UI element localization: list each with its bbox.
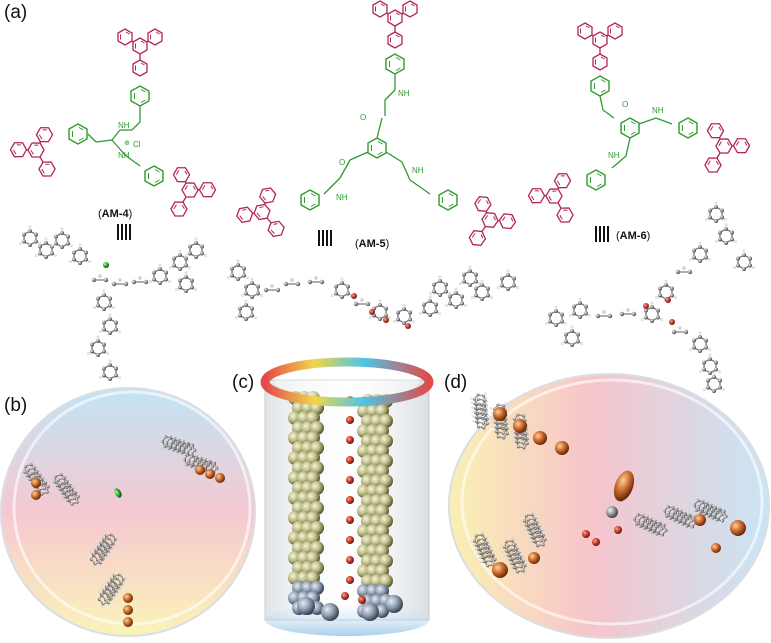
- am4-open-paren: (: [98, 208, 102, 220]
- equivalence-bars-am4: [117, 224, 135, 240]
- column-oxygen-sphere: [346, 416, 354, 424]
- column-oxygen-sphere: [346, 456, 354, 464]
- am5-o-label-1: O: [360, 113, 366, 122]
- equivalence-bars-am5: [318, 230, 336, 246]
- compound-label-am5: (AM-5): [355, 238, 389, 250]
- am6-name: AM-6: [619, 230, 647, 242]
- am6-structure: NH O NH: [526, 23, 751, 233]
- column-oxygen-sphere: [346, 576, 354, 584]
- panel-label-c: (c): [232, 372, 255, 393]
- column-oxygen-sphere: [346, 536, 354, 544]
- am4-nh2-label: NH: [118, 151, 130, 160]
- panel-b-disc: [0, 387, 256, 637]
- column-sphere: [361, 603, 379, 621]
- am5-nh-label-1: NH: [398, 89, 410, 98]
- am5-open-paren: (: [355, 238, 359, 250]
- am5-structure: NH O O NH NH: [234, 1, 518, 257]
- am4-structure: NH ⊕ Cl NH: [8, 29, 217, 227]
- panel-b-iodine-chains: [31, 465, 225, 627]
- column-sphere: [297, 597, 315, 615]
- am5-o-label-2: O: [339, 158, 345, 167]
- panel-label-b: (b): [4, 395, 28, 416]
- am6-nh-label-1: NH: [652, 106, 664, 115]
- am4-name: AM-4: [101, 208, 129, 220]
- am4-crystal-structure: [18, 225, 208, 382]
- panel-d-disc: [448, 373, 770, 639]
- am5-nh-label-2: NH: [412, 166, 424, 175]
- panel-d-iodine-balls: [492, 407, 746, 578]
- am5-name: AM-5: [358, 238, 386, 250]
- panel-a-structures: NH ⊕ Cl NH NH O O NH: [8, 1, 756, 394]
- column-oxygen-sphere: [346, 496, 354, 504]
- am4-close-paren: ): [128, 208, 133, 220]
- column-oxygen-sphere: [358, 596, 366, 604]
- am5-close-paren: ): [385, 238, 390, 250]
- am6-nh-label-2: NH: [608, 151, 620, 160]
- am5-crystal-structure: [226, 259, 520, 329]
- compound-label-am4: (AM-4): [98, 208, 132, 220]
- am6-open-paren: (: [616, 230, 620, 242]
- am6-o-label-1: O: [622, 100, 628, 109]
- column-oxygen-sphere: [346, 436, 354, 444]
- panel-label-d: (d): [444, 372, 468, 393]
- column-oxygen-sphere: [346, 476, 354, 484]
- column-oxygen-sphere: [341, 592, 349, 600]
- am4-cl-label: Cl: [133, 140, 141, 149]
- panel-c-column: /* placeholder, populated below */: [260, 357, 434, 636]
- compound-label-am6: (AM-6): [616, 230, 650, 242]
- column-oxygen-sphere: [346, 516, 354, 524]
- column-sphere: [385, 595, 403, 613]
- am4-nh-label: NH: [118, 121, 130, 130]
- am4-plus-label: ⊕: [124, 140, 130, 147]
- equivalence-bars-am6: [595, 226, 613, 242]
- column-oxygen-sphere: [346, 556, 354, 564]
- column-sphere: [321, 603, 339, 621]
- am5-nh-label-3: NH: [336, 193, 348, 202]
- am6-close-paren: ): [646, 230, 651, 242]
- panel-label-a: (a): [4, 2, 28, 23]
- am6-crystal-structure: [544, 201, 756, 394]
